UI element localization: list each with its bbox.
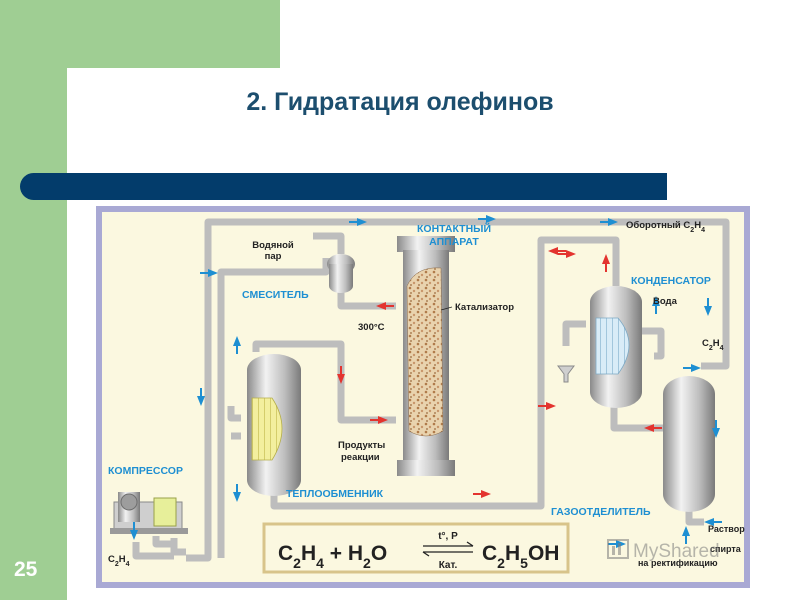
label-kontakt-1: КОНТАКТНЫЙ	[417, 222, 491, 235]
label-gazootdelitel: ГАЗООТДЕЛИТЕЛЬ	[551, 506, 651, 518]
label-produkty-2: реакции	[341, 452, 380, 463]
mixer	[327, 254, 355, 293]
side-accent-bar	[0, 0, 67, 600]
watermark-text: MyShared	[633, 541, 720, 562]
label-oborotny: Оборотный C2H4	[626, 220, 705, 234]
label-smesitel: СМЕСИТЕЛЬ	[242, 289, 309, 301]
label-rastvor-2: спирта	[710, 544, 742, 554]
equation-left: C2H4 + H2O	[278, 542, 387, 571]
title-rule	[20, 173, 667, 200]
compressor	[110, 492, 188, 534]
equation-conditions-bottom: Кат.	[439, 560, 458, 571]
label-katalizator: Катализатор	[455, 302, 514, 313]
label-kondensator: КОНДЕНСАТОР	[631, 275, 711, 287]
label-voda: Вода	[653, 296, 678, 307]
top-accent-block	[0, 0, 280, 68]
condenser	[590, 286, 642, 408]
label-c2h4-left: C2H4	[108, 554, 130, 568]
diagram-labels: КОНТАКТНЫЙ АППАРАТ Оборотный C2H4 Водяно…	[108, 220, 745, 568]
process-diagram: КОНТАКТНЫЙ АППАРАТ Оборотный C2H4 Водяно…	[96, 206, 750, 588]
gas-separator	[663, 376, 715, 512]
slide-title: 2. Гидратация олефинов	[246, 88, 554, 116]
equation-conditions-top: t°, P	[438, 531, 458, 542]
label-kontakt-2: АППАРАТ	[429, 236, 479, 248]
label-rastvor-3: на ректификацию	[638, 558, 718, 568]
reaction-equation: C2H4 + H2O t°, P Кат. C2H5OH	[262, 522, 570, 574]
label-produkty-1: Продукты	[338, 440, 385, 451]
label-teploobmennik: ТЕПЛООБМЕННИК	[286, 488, 384, 500]
label-c2h4-right: C2H4	[702, 338, 724, 352]
equilibrium-arrows	[422, 541, 474, 557]
funnel	[557, 365, 575, 383]
equation-right: C2H5OH	[482, 542, 559, 571]
label-vodyanoy-1: Водяной	[252, 240, 294, 251]
heat-exchanger	[247, 354, 301, 496]
watermark: MyShared	[607, 539, 720, 562]
label-temp: 300°C	[358, 322, 385, 333]
page-number: 25	[14, 558, 38, 581]
label-vodyanoy-2: пар	[265, 251, 282, 262]
label-rastvor-1: Раствор	[708, 524, 745, 534]
contact-reactor	[397, 236, 455, 476]
label-kompressor: КОМПРЕССОР	[108, 465, 183, 477]
flow-arrows	[130, 215, 722, 548]
